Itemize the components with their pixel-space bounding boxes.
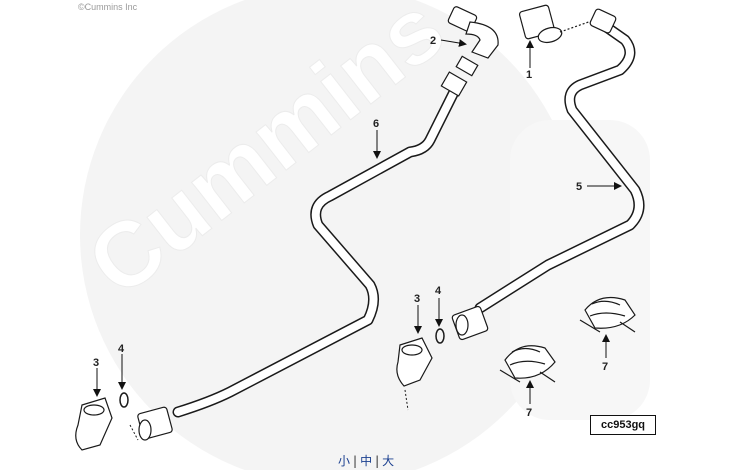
tube-clamp-upper — [579, 297, 636, 333]
tube-assembly-left — [172, 84, 461, 418]
callout-3-middle: 3 — [414, 293, 420, 305]
callout-4-left: 4 — [118, 343, 125, 355]
tube-clamp-lower — [499, 345, 556, 383]
elbow-fitting-top — [440, 6, 499, 97]
callout-6: 6 — [373, 118, 379, 130]
tube-assembly-right — [474, 20, 645, 314]
o-ring-bottom-left — [119, 392, 139, 441]
tube-nut-middle — [451, 305, 489, 341]
tube-nut-left — [137, 406, 173, 441]
callout-2: 2 — [430, 35, 436, 47]
o-ring-middle — [404, 328, 445, 411]
callout-7-upper: 7 — [602, 361, 608, 373]
size-medium-link[interactable]: 中 — [360, 454, 373, 468]
image-size-nav: 小|中|大 — [338, 452, 394, 469]
size-small-link[interactable]: 小 — [338, 454, 351, 468]
elbow-fitting-middle — [396, 337, 433, 387]
copyright-notice: ©Cummins Inc — [78, 2, 138, 12]
callout-4-middle: 4 — [435, 285, 442, 297]
callout-3-left: 3 — [93, 357, 99, 369]
callout-5: 5 — [576, 181, 582, 193]
callout-1: 1 — [526, 69, 532, 81]
size-separator: | — [353, 454, 358, 468]
size-separator: | — [375, 454, 380, 468]
callout-7-lower: 7 — [526, 407, 532, 419]
connector-top — [518, 4, 617, 44]
cummins-watermark-logo: Cummins — [69, 0, 650, 470]
elbow-fitting-bottom-left — [75, 397, 113, 451]
callout-arrows — [93, 39, 622, 404]
size-large-link[interactable]: 大 — [382, 454, 395, 468]
drawing-id-label: cc953gq — [590, 415, 656, 435]
